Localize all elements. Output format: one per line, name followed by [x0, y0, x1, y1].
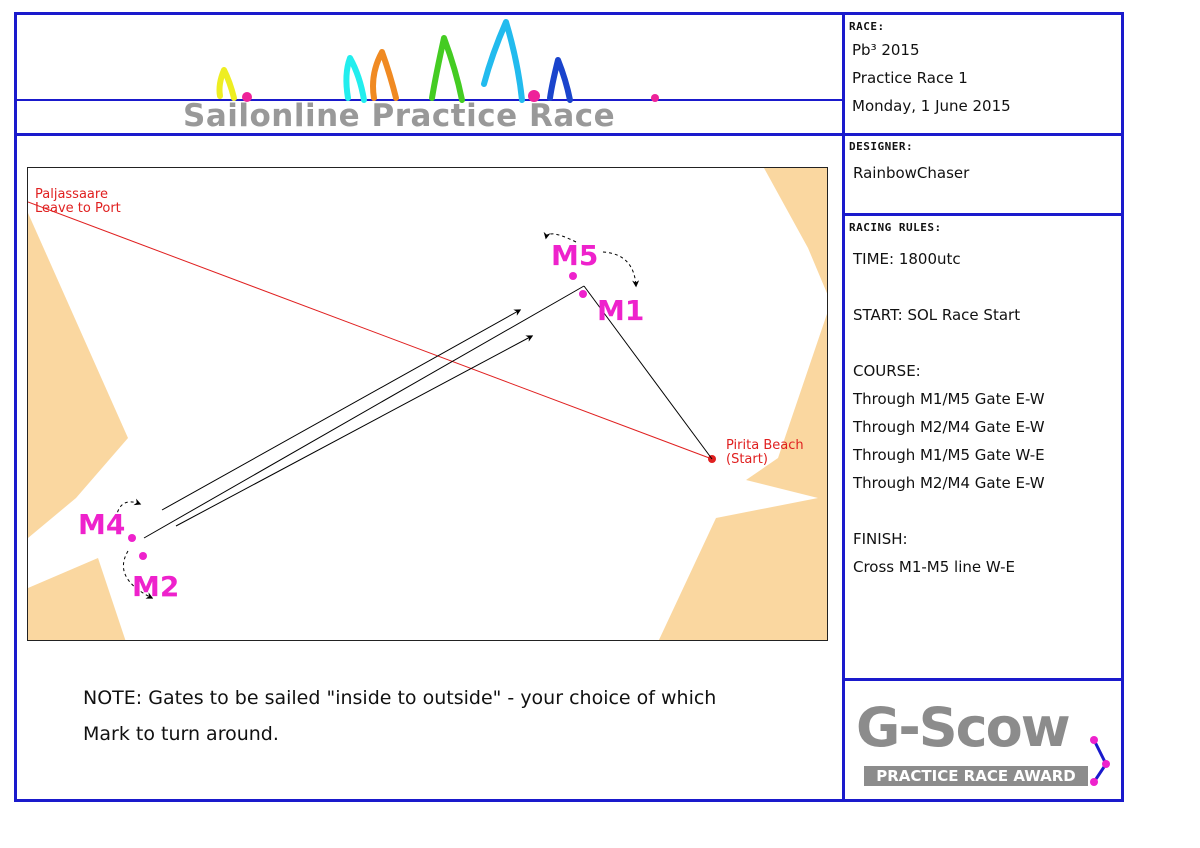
- sail-yellow: [216, 67, 237, 101]
- land-east: [658, 313, 827, 640]
- start-line: [28, 201, 713, 460]
- race-line: Practice Race 1: [852, 69, 968, 87]
- mark-label-m5: M5: [551, 239, 598, 272]
- course-leg-arrow: [175, 335, 534, 527]
- pirita-label: Pirita Beach: [726, 438, 804, 453]
- sail-blue: [547, 57, 573, 103]
- sail-cyan: [343, 55, 367, 103]
- designer-heading: DESIGNER:: [849, 140, 914, 153]
- rounding-arc-m1: [602, 251, 640, 288]
- paljassaare-label: Paljassaare: [35, 187, 108, 202]
- banner-divider: [14, 133, 844, 136]
- race-line: Monday, 1 June 2015: [852, 97, 1011, 115]
- banner-dot: [528, 90, 540, 102]
- banner-dot: [651, 94, 659, 102]
- rule-finish: Cross M1-M5 line W-E: [853, 558, 1015, 576]
- mark-label-m2: M2: [132, 570, 179, 603]
- rule-course-heading: COURSE:: [853, 362, 921, 380]
- pirita-label: (Start): [726, 452, 768, 467]
- designer-name: RainbowChaser: [853, 164, 970, 182]
- sidebar-divider: [842, 12, 845, 802]
- note-line: NOTE: Gates to be sailed "inside to outs…: [83, 687, 717, 709]
- banner-dot: [242, 92, 252, 102]
- sail-lightblue: [481, 19, 525, 103]
- banner-rule: [14, 99, 844, 101]
- g-scow-logo: G-Scow: [856, 696, 1071, 759]
- paljassaare-label: Leave to Port: [35, 201, 121, 216]
- land-southwest: [28, 558, 126, 640]
- rounding-arc-m2: [123, 550, 154, 599]
- page-frame: [14, 12, 1124, 802]
- mark-label-m1: M1: [597, 294, 644, 327]
- course-leg-arrow: [161, 309, 522, 511]
- rule-course-leg: Through M2/M4 Gate E-W: [853, 418, 1045, 436]
- rule-course-leg: Through M1/M5 Gate W-E: [853, 446, 1045, 464]
- land-west: [28, 213, 128, 538]
- rules-box-divider: [842, 678, 1124, 681]
- rounding-arc-m4: [115, 498, 142, 519]
- banner-title: Sailonline Practice Race: [183, 98, 616, 134]
- mark-m2: [139, 552, 147, 560]
- mark-m4: [128, 534, 136, 542]
- course-map: Paljassaare Leave to Port Pirita Beach (…: [27, 167, 828, 641]
- sail-orange: [370, 49, 399, 101]
- race-box-divider: [842, 133, 1124, 136]
- mark-m5: [569, 272, 577, 280]
- mark-label-m4: M4: [78, 508, 125, 541]
- sails-graphic: [216, 19, 659, 103]
- sail-green: [429, 35, 465, 103]
- race-line: Pb³ 2015: [852, 41, 920, 59]
- rule-start: START: SOL Race Start: [853, 306, 1021, 324]
- designer-box-divider: [842, 213, 1124, 216]
- note-line: Mark to turn around.: [83, 723, 279, 745]
- logo-sail-icon: [1090, 736, 1110, 786]
- course-note: NOTE: Gates to be sailed "inside to outs…: [83, 680, 783, 752]
- land-northeast: [764, 168, 827, 294]
- award-banner: PRACTICE RACE AWARD: [864, 766, 1088, 786]
- rules-heading: RACING RULES:: [849, 221, 942, 234]
- rule-course-leg: Through M1/M5 Gate E-W: [853, 390, 1045, 408]
- mark-m1: [579, 290, 587, 298]
- course-leg: [143, 285, 585, 539]
- rounding-arc-m5: [543, 231, 577, 243]
- rule-course-leg: Through M2/M4 Gate E-W: [853, 474, 1045, 492]
- rule-finish-heading: FINISH:: [853, 530, 908, 548]
- rule-time: TIME: 1800utc: [853, 250, 961, 268]
- race-heading: RACE:: [849, 20, 885, 33]
- course-leg-start: [583, 285, 713, 460]
